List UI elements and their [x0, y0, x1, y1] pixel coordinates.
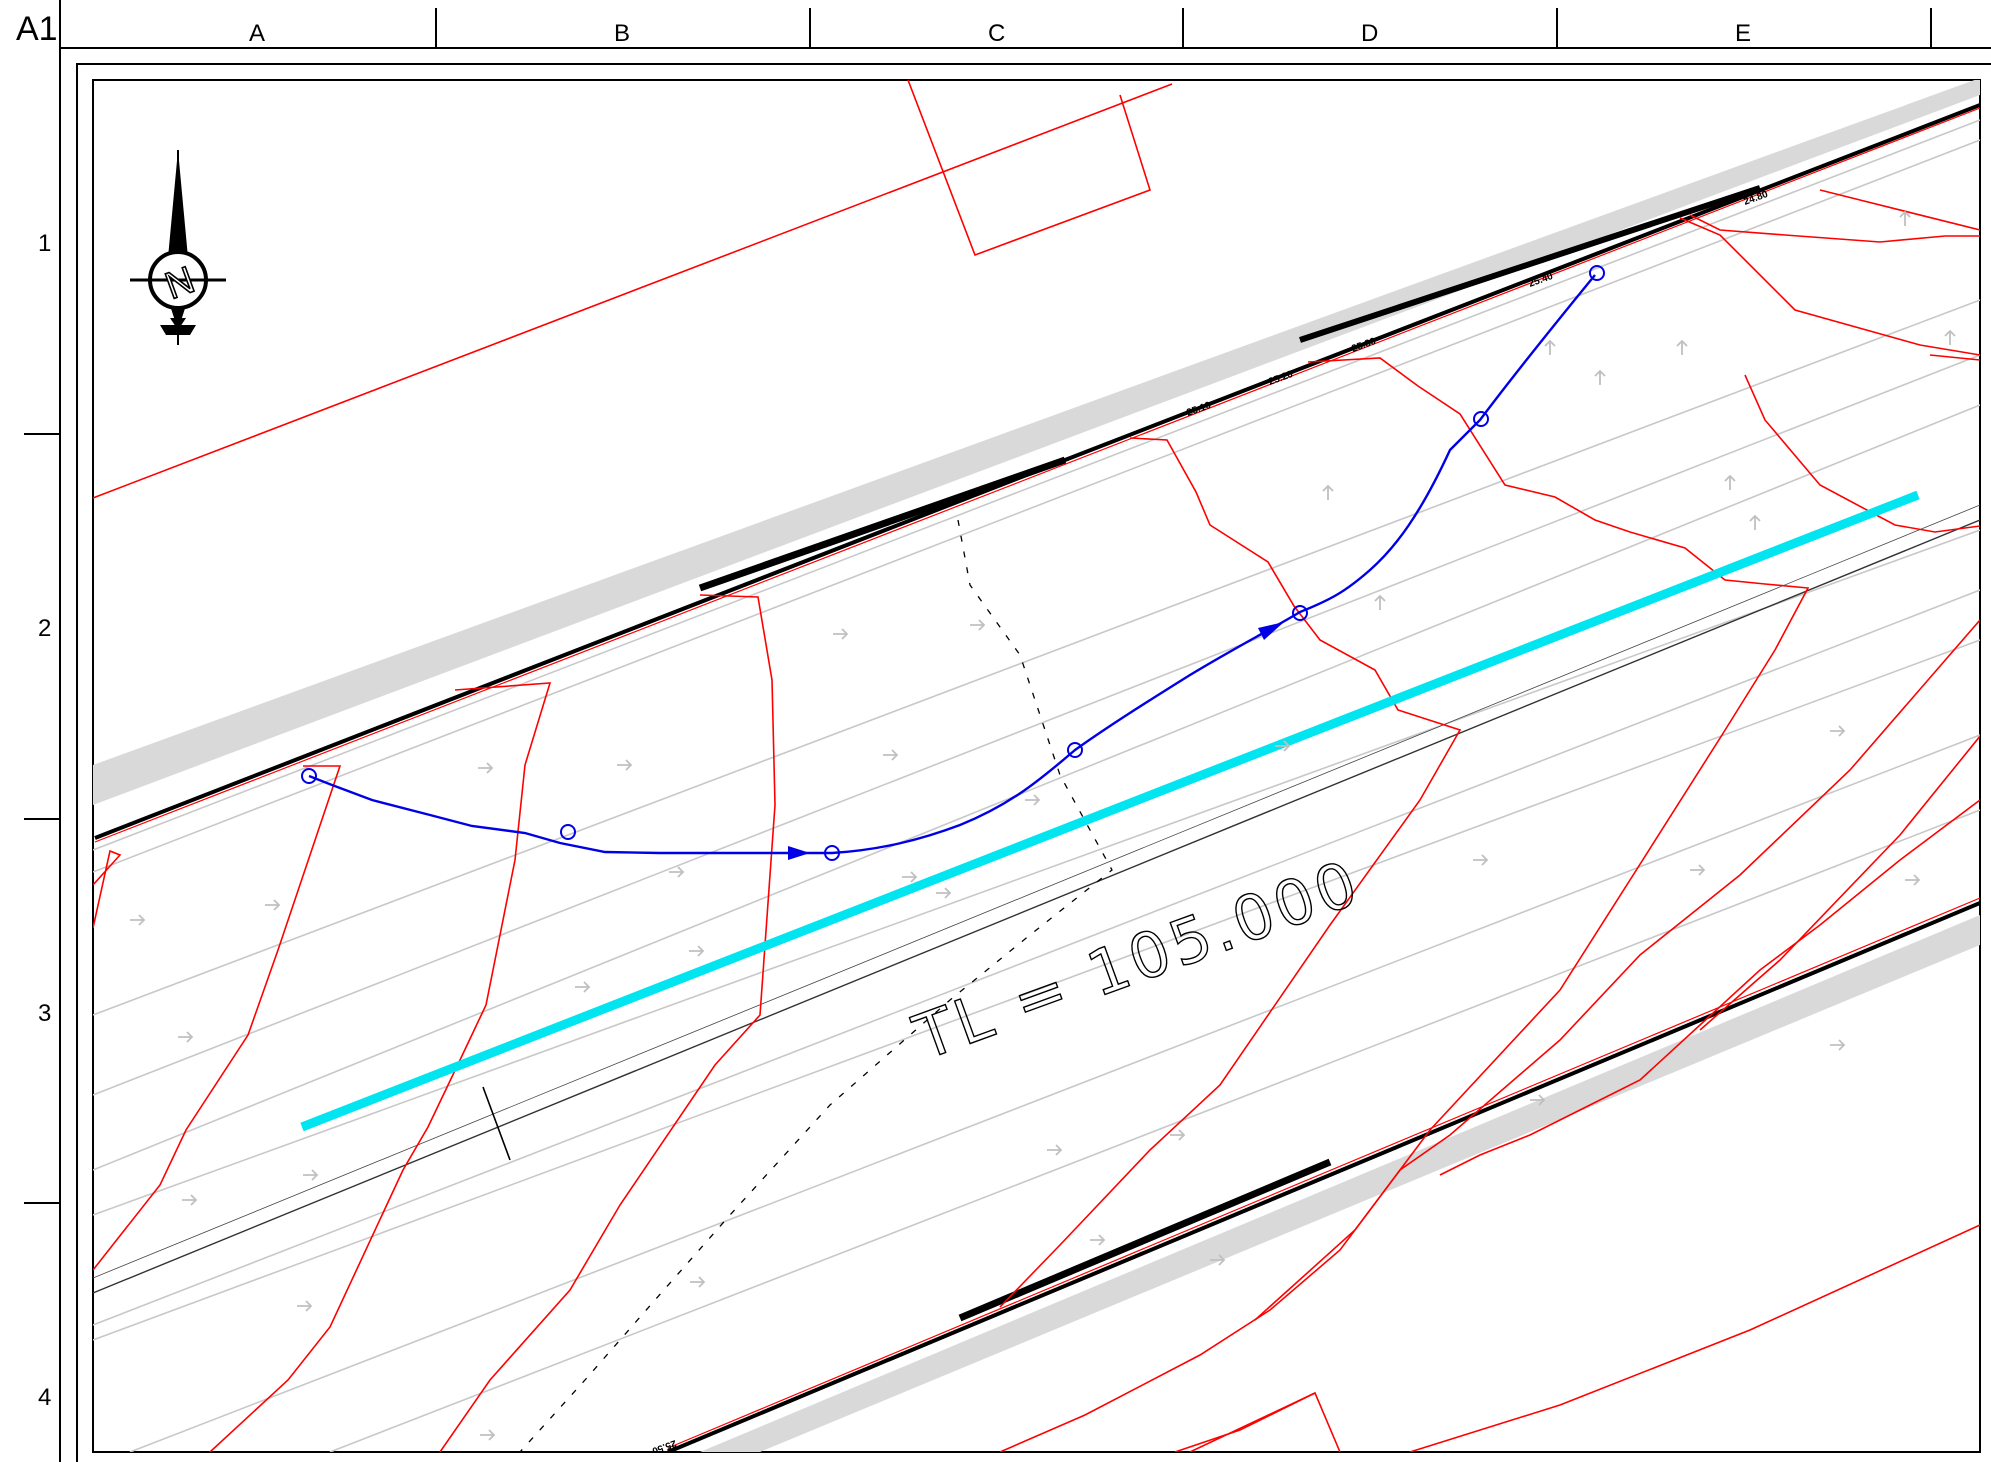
flow-node	[301, 768, 317, 784]
kerb-bottom-heavy	[958, 1158, 1332, 1322]
slope-arrow-icon	[1322, 484, 1334, 500]
carriageway-line	[93, 519, 1980, 1294]
slope-arrow-icon	[1594, 369, 1606, 385]
kerb-bottom	[667, 901, 1980, 1452]
column-label: C	[988, 20, 1005, 47]
slope-arrow-icon	[1905, 874, 1921, 886]
slope-arrow-icon	[1090, 1234, 1106, 1246]
tl-label: TL = 105.000	[904, 845, 1370, 1074]
sheet-id: A1	[16, 10, 58, 48]
slope-arrow-icon	[1025, 794, 1041, 806]
spot-level: 25.20	[1267, 369, 1295, 388]
column-label: B	[614, 20, 630, 47]
section-mark	[482, 1086, 511, 1161]
slope-arrow-icon	[902, 871, 918, 883]
slope-arrow-icon	[883, 749, 899, 761]
spot-level: 25.40	[1527, 271, 1555, 290]
kerb-top-heavy	[1299, 185, 1761, 343]
slope-arrow-icon	[1899, 210, 1911, 226]
slope-arrow-icon	[936, 887, 952, 899]
column-label: A	[249, 20, 265, 47]
flow-node	[1589, 265, 1605, 281]
row-labels: 1 2 3 4	[38, 230, 51, 1411]
flow-arrow-icon	[1258, 622, 1284, 640]
slope-arrow-icon	[1676, 339, 1688, 355]
north-arrow-icon: N	[130, 150, 226, 345]
slope-arrow-icon	[265, 899, 281, 911]
slope-arrow-icon	[1724, 474, 1736, 490]
carriageway-line	[93, 504, 1980, 1279]
row-label: 2	[38, 615, 51, 642]
slope-arrow-icon	[1544, 339, 1556, 355]
flow-node	[560, 824, 576, 840]
slope-arrow-icon	[970, 619, 986, 631]
slope-arrow-icon	[1374, 594, 1386, 610]
slope-arrow-icon	[1170, 1129, 1186, 1141]
slope-arrow-icon	[130, 914, 146, 926]
slope-arrow-icon	[1944, 329, 1956, 345]
spot-level: 25.30	[1350, 336, 1378, 355]
flow-node	[1473, 411, 1489, 427]
slope-arrow-icon	[833, 628, 849, 640]
slope-arrow-icon	[303, 1169, 319, 1181]
row-label: 4	[38, 1384, 51, 1411]
slope-arrow-icon	[1690, 864, 1706, 876]
slope-arrow-icon	[480, 1429, 496, 1441]
column-label: E	[1735, 20, 1751, 47]
slope-arrows	[130, 210, 1956, 1441]
centerline	[300, 490, 1920, 1132]
slope-arrow-icon	[1749, 514, 1761, 530]
slope-arrow-icon	[478, 762, 494, 774]
spot-level: 25.10	[1185, 400, 1213, 419]
slope-arrow-icon	[182, 1194, 198, 1206]
flow-arrow-icon	[788, 846, 810, 860]
flow-nodes	[301, 265, 1605, 861]
spot-level-bottom: 25.50	[650, 1437, 678, 1456]
slope-arrow-icon	[1473, 854, 1489, 866]
sheet-border	[24, 0, 1991, 1462]
flow-node	[824, 845, 840, 861]
flow-node	[1067, 742, 1083, 758]
slope-arrow-icon	[689, 945, 705, 957]
row-label: 3	[38, 1000, 51, 1027]
verge-bottom	[700, 915, 1980, 1452]
slope-arrow-icon	[178, 1031, 194, 1043]
boundary-lines	[93, 80, 1980, 1452]
slope-arrow-icon	[575, 981, 591, 993]
kerb-top-heavy	[698, 456, 1067, 592]
contour-lines	[93, 119, 1980, 1452]
slope-arrow-icon	[297, 1300, 313, 1312]
flow-node	[1292, 605, 1308, 621]
slope-arrow-icon	[690, 1276, 706, 1288]
slope-arrow-icon	[1210, 1254, 1226, 1266]
kerb-bottom-red	[667, 897, 1980, 1449]
kerb-top-red	[94, 107, 1980, 843]
column-label: D	[1361, 20, 1378, 47]
slope-arrow-icon	[1830, 725, 1846, 737]
slope-arrow-icon	[1530, 1094, 1546, 1106]
slope-arrow-icon	[1047, 1144, 1063, 1156]
slope-arrow-icon	[1830, 1039, 1846, 1051]
verge-top	[93, 80, 1980, 805]
slope-arrow-icon	[617, 759, 633, 771]
row-label: 1	[38, 230, 51, 257]
slope-arrow-icon	[1275, 740, 1291, 752]
flow-path	[308, 274, 1596, 855]
column-labels: A B C D E	[249, 20, 1751, 47]
slope-arrow-icon	[669, 866, 685, 878]
